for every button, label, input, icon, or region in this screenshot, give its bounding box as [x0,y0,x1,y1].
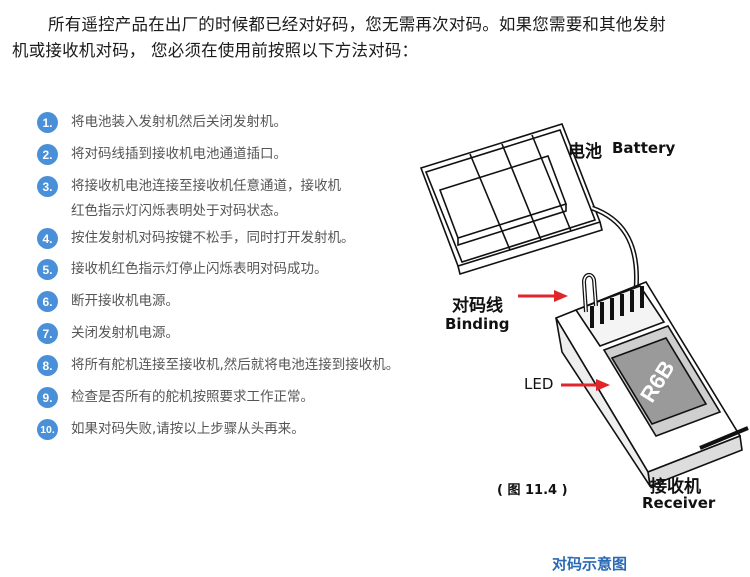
step-text: 将对码线插到接收机电池通道插口。 [71,146,287,162]
step-8: 8. 将所有舵机连接至接收机,然后就将电池连接到接收机。 [37,355,399,378]
step-9: 9. 检查是否所有的舵机按照要求工作正常。 [37,387,314,410]
step-number-badge: 9. [37,387,58,408]
led-label: LED [524,375,554,393]
step-4: 4. 按住发射机对码按键不松手，同时打开发射机。 [37,228,355,251]
step-text: 断开接收机电源。 [71,293,179,309]
binding-arrow [518,290,568,302]
step-number-badge: 3. [37,176,58,197]
binding-label-en: Binding [445,315,510,333]
figure-caption: 对码示意图 [552,555,628,573]
step-number-badge: 1. [37,112,58,133]
step-number-badge: 10. [37,419,58,440]
led-arrow [561,379,610,391]
step-text: 按住发射机对码按键不松手，同时打开发射机。 [71,230,355,246]
intro-line-1: 所有遥控产品在出厂的时候都已经对好码，您无需再次对码。如果您需要和其他发射 [48,15,666,34]
step-number-badge: 6. [37,291,58,312]
step-2: 2. 将对码线插到接收机电池通道插口。 [37,144,287,167]
step-5: 5. 接收机红色指示灯停止闪烁表明对码成功。 [37,259,328,282]
step-text: 如果对码失败,请按以上步骤从头再来。 [71,421,305,437]
step-10: 10. 如果对码失败,请按以上步骤从头再来。 [37,419,305,442]
step-text: 将电池装入发射机然后关闭发射机。 [71,114,287,130]
receiver-label-cn: 接收机 [650,477,701,497]
battery-label-cn: 电池 [568,142,602,162]
intro-line-2: 机或接收机对码， 您必须在使用前按照以下方法对码： [12,41,419,60]
step-number-badge: 7. [37,323,58,344]
step-number-badge: 4. [37,228,58,249]
step-text: 将接收机电池连接至接收机任意通道，接收机 红色指示灯闪烁表明处于对码状态。 [71,174,341,224]
step-text: 将所有舵机连接至接收机,然后就将电池连接到接收机。 [71,357,400,373]
receiver-label-en: Receiver [642,494,716,512]
intro-paragraph: 所有遥控产品在出厂的时候都已经对好码，您无需再次对码。如果您需要和其他发射 机或… [12,12,738,64]
battery-label-en: Battery [612,139,676,157]
step-1: 1. 将电池装入发射机然后关闭发射机。 [37,112,287,135]
step-number-badge: 2. [37,144,58,165]
step-3: 3. 将接收机电池连接至接收机任意通道，接收机 红色指示灯闪烁表明处于对码状态。 [37,176,341,224]
receiver-antenna [699,426,749,450]
battery-pack [419,123,603,276]
step-7: 7. 关闭发射机电源。 [37,323,179,346]
step-number-badge: 5. [37,259,58,280]
figure-number: ( 图 11.4 ) [497,483,568,498]
step-text-line-2: 红色指示灯闪烁表明处于对码状态。 [71,203,287,219]
step-6: 6. 断开接收机电源。 [37,291,179,314]
step-text-line-1: 将接收机电池连接至接收机任意通道，接收机 [71,178,341,194]
receiver-body [554,273,743,488]
step-text: 关闭发射机电源。 [71,325,179,341]
binding-label-cn: 对码线 [452,296,503,316]
step-text: 检查是否所有的舵机按照要求工作正常。 [71,389,314,405]
step-number-badge: 8. [37,355,58,376]
step-text: 接收机红色指示灯停止闪烁表明对码成功。 [71,261,328,277]
